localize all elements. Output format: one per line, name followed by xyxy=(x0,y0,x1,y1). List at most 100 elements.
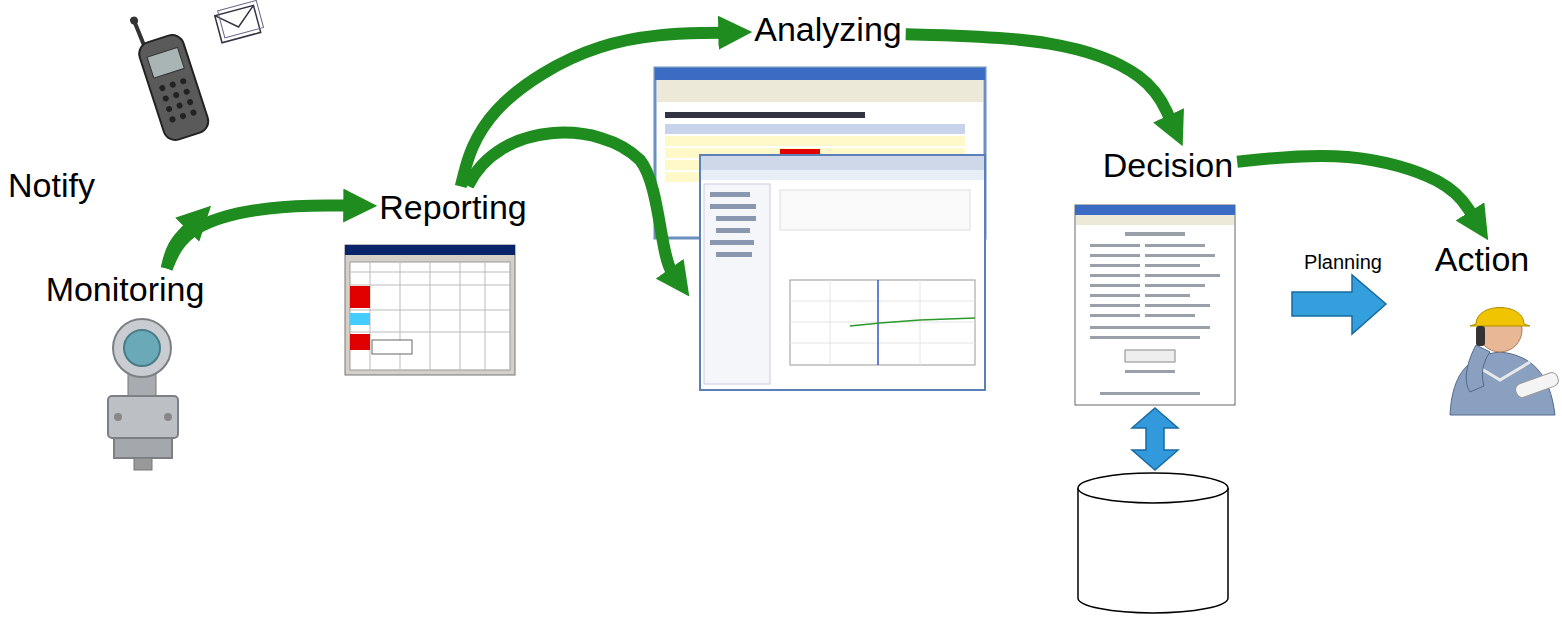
phone-icon-part xyxy=(179,112,187,120)
report-screenshot-part xyxy=(350,286,370,308)
phone-icon-part xyxy=(136,32,211,143)
decision-form-part xyxy=(1090,336,1200,339)
phone-icon-part xyxy=(183,88,191,96)
sensor-icon-part xyxy=(124,330,160,366)
step-label: Action xyxy=(1435,240,1530,279)
sensor-icon xyxy=(108,319,178,470)
trend-screenshot-part xyxy=(701,170,984,180)
flow-step: Action xyxy=(1431,238,1534,281)
envelope-icon-part xyxy=(218,0,264,37)
step-label: Decision xyxy=(1103,146,1233,185)
decision-form-part xyxy=(1145,274,1220,277)
report-screenshot-part xyxy=(430,262,431,370)
phone-icon-part xyxy=(165,105,173,113)
decision-form-part xyxy=(1075,205,1235,405)
phone-icon-part xyxy=(186,98,194,106)
report-screenshot-part xyxy=(485,262,486,370)
decision-form-part xyxy=(1145,244,1205,247)
worker-picture-part xyxy=(1470,308,1530,327)
decision-form-part xyxy=(1145,294,1190,297)
sensor-icon-part xyxy=(113,319,171,377)
flow-step: Decision xyxy=(1099,144,1237,187)
decision-form-part xyxy=(1090,314,1140,317)
report-screenshot-part xyxy=(350,313,370,325)
decision-form-part xyxy=(1076,215,1234,225)
worker-picture xyxy=(1450,308,1560,416)
decision-form-part xyxy=(1125,350,1175,362)
trend-screenshot-part xyxy=(716,228,750,233)
sensor-icon-part xyxy=(108,396,178,438)
flow-arrow xyxy=(461,33,723,187)
decision-form xyxy=(1075,205,1235,405)
flow-step: Notify xyxy=(4,86,230,207)
phone-icon-part xyxy=(129,15,139,25)
trend-screenshot-part xyxy=(701,156,984,170)
report-screenshot xyxy=(345,245,515,375)
phone-icon-part xyxy=(169,116,177,124)
step-note: Planning xyxy=(1301,249,1385,275)
phone-icon-part xyxy=(147,47,184,78)
trend-screenshot-part xyxy=(716,252,752,257)
step-label: Analyzing xyxy=(754,10,901,49)
phone-icon-part xyxy=(190,109,198,117)
flow-step: Reporting xyxy=(375,186,530,229)
flow-step: Analyzing xyxy=(750,8,905,51)
analysis-screenshot-part xyxy=(665,124,965,134)
trend-screenshot-part xyxy=(780,190,970,230)
trend-screenshot-part xyxy=(710,204,756,209)
sensor-icon-part xyxy=(164,413,172,421)
trend-screenshot-part xyxy=(790,301,975,302)
sensor-icon-part xyxy=(114,438,172,458)
report-screenshot-part xyxy=(345,245,515,375)
decision-form-part xyxy=(1090,264,1140,267)
sensor-icon-part xyxy=(134,458,152,470)
trend-screenshot xyxy=(700,155,985,390)
decision-form-part xyxy=(1090,244,1140,247)
flow-arrow xyxy=(1237,156,1472,215)
trend-screenshot-part xyxy=(716,216,756,221)
decision-form-part xyxy=(1090,294,1140,297)
report-screenshot-part xyxy=(350,334,370,350)
trend-screenshot-part xyxy=(830,280,831,365)
planning-arrow xyxy=(1292,275,1386,334)
flow-arrow xyxy=(167,205,348,268)
worker-picture-part xyxy=(1514,371,1560,399)
decision-form-part xyxy=(1090,232,1220,395)
database-arrow xyxy=(1132,408,1178,470)
report-screenshot-part xyxy=(372,340,412,354)
decision-form-part xyxy=(1125,232,1185,236)
report-screenshot-part xyxy=(460,262,461,370)
trend-screenshot-part xyxy=(710,192,750,197)
decision-form-part xyxy=(1145,264,1200,267)
decision-form-part xyxy=(1100,392,1200,395)
database-arrow-part xyxy=(1132,408,1178,470)
trend-screenshot-part xyxy=(704,184,770,384)
phone-icon-part xyxy=(162,95,170,103)
report-screenshot-part xyxy=(350,262,510,370)
analysis-screenshot-part xyxy=(665,112,865,118)
database-cylinder xyxy=(1078,473,1228,613)
decision-form-part xyxy=(1125,370,1175,373)
worker-picture-part xyxy=(1466,345,1490,392)
report-screenshot-part xyxy=(345,245,515,255)
envelope-icon xyxy=(214,0,265,42)
decision-form-part xyxy=(1145,314,1195,317)
decision-form-part xyxy=(1145,254,1215,257)
step-label: Reporting xyxy=(379,188,526,227)
decision-form-part xyxy=(1145,304,1210,307)
phone-icon-part xyxy=(179,77,187,85)
step-label: Monitoring xyxy=(46,270,205,309)
phone-icon-part xyxy=(176,102,184,110)
trend-screenshot-part xyxy=(710,240,754,245)
trend-screenshot-part xyxy=(710,192,756,257)
trend-screenshot-part xyxy=(790,280,975,365)
decision-form-part xyxy=(1075,205,1235,215)
report-screenshot-part xyxy=(350,262,510,370)
decision-form-part xyxy=(1090,304,1140,307)
decision-form-part xyxy=(1090,274,1140,277)
analysis-screenshot-part xyxy=(655,68,985,80)
sensor-icon-part xyxy=(114,413,122,421)
